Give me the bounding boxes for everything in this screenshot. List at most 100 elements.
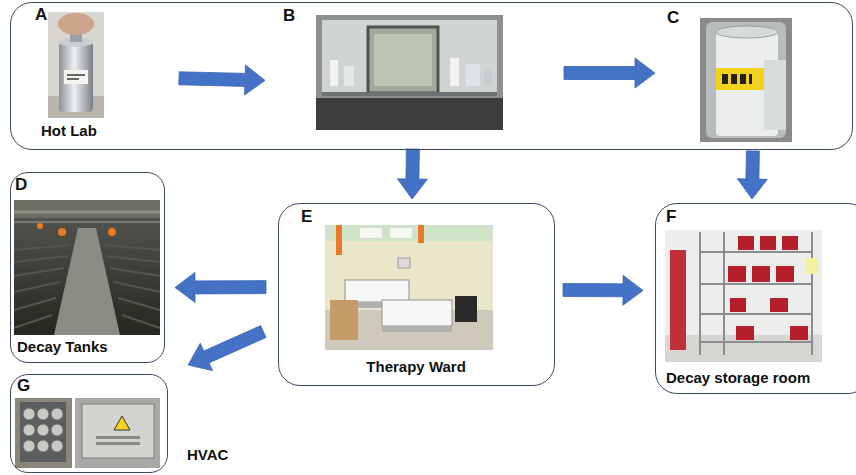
block-arrow — [175, 272, 266, 302]
decay-tanks-photo-part-part — [14, 256, 68, 262]
storage-room-photo-part — [665, 230, 822, 362]
decay-tanks-photo-part — [14, 211, 160, 214]
process-box: D Decay Tanks — [10, 172, 165, 363]
box-label: Decay storage room — [666, 369, 810, 386]
hot-cell-photo-part — [484, 70, 492, 86]
hvac-photo-part — [82, 404, 154, 458]
storage-room-photo-part-part — [752, 266, 770, 282]
storage-room-photo-part-part — [700, 341, 812, 343]
storage-room-photo-part-part — [790, 326, 808, 340]
decay-tanks-photo-part-part — [122, 315, 160, 328]
decay-tanks-photo-part-part — [118, 298, 160, 310]
decay-tanks-photo-part-part — [14, 282, 60, 292]
decay-tanks-photo-part — [14, 200, 160, 335]
therapy-ward-photo-part — [398, 258, 410, 268]
therapy-ward-photo-part — [325, 225, 493, 241]
hvac-photo-part-part — [51, 440, 63, 452]
storage-room-photo-part-part — [728, 266, 746, 282]
therapy-ward-photo — [325, 225, 493, 350]
hot-cell-photo-part — [322, 92, 497, 96]
storage-room-photo-part-part — [699, 232, 701, 355]
storage-room-photo-part — [806, 258, 818, 274]
photo-panel: A — [31, 5, 171, 121]
hot-lab-photo-part — [58, 13, 94, 35]
hot-lab-photo-part — [48, 12, 104, 118]
storage-room-photo-part-part — [736, 326, 754, 340]
therapy-ward-photo-part — [455, 296, 477, 322]
storage-room-photo — [665, 230, 822, 362]
process-box: ETherapy Ward — [278, 203, 555, 386]
hot-lab-photo — [48, 12, 104, 118]
hvac-photo-part-part — [37, 408, 49, 420]
waste-jar-photo-part — [716, 26, 778, 38]
storage-room-photo-part-part — [770, 298, 788, 312]
therapy-ward-photo-part — [360, 228, 382, 238]
hvac-photo-part — [96, 436, 140, 439]
hvac-photo-part — [20, 402, 66, 462]
therapy-ward-photo-part — [382, 300, 452, 326]
block-arrow — [397, 149, 427, 199]
decay-tanks-photo-part — [108, 228, 116, 236]
hot-cell-photo-part — [322, 20, 497, 94]
hot-cell-photo-part — [330, 60, 338, 86]
therapy-ward-photo-part — [382, 326, 452, 332]
storage-room-photo-part-part — [776, 266, 794, 282]
group-box: Hot LabABC — [10, 2, 853, 150]
box-label: Decay Tanks — [17, 338, 108, 355]
waste-jar-photo-part — [706, 22, 786, 138]
decay-tanks-photo-part-part — [104, 245, 160, 250]
waste-jar-photo-part — [700, 18, 792, 142]
decay-tanks-photo-part-part — [14, 315, 52, 328]
storage-room-photo-part-part — [730, 298, 746, 312]
decay-tanks-photo-part-part — [114, 282, 160, 292]
panel-letter: D — [15, 175, 27, 195]
storage-room-photo-part — [700, 232, 812, 355]
decay-tanks-photo-part — [14, 245, 160, 328]
process-box: FDecay storage room — [655, 203, 856, 394]
hot-lab-photo-part — [59, 42, 93, 112]
hot-cell-photo-part — [368, 27, 438, 93]
therapy-ward-photo-part — [418, 225, 424, 243]
decay-tanks-photo-part-part — [106, 256, 160, 262]
therapy-ward-photo-part — [390, 228, 412, 238]
decay-tanks-photo-part — [54, 228, 120, 335]
hot-lab-photo-part — [67, 78, 79, 80]
decay-tanks-photo-part — [14, 221, 160, 223]
storage-room-photo-part-part — [700, 283, 812, 285]
block-arrow — [563, 275, 643, 305]
therapy-ward-photo-part — [336, 225, 342, 255]
storage-room-photo-part-part — [723, 232, 725, 355]
storage-room-photo-part-part — [760, 236, 776, 250]
photo-panel: B — [273, 5, 558, 145]
panel-letter: E — [301, 207, 312, 227]
hot-cell-photo-part — [344, 66, 354, 86]
hvac-photo-part-part — [51, 408, 63, 420]
block-arrow — [179, 65, 265, 95]
waste-jar-photo-part — [740, 74, 746, 84]
hvac-photo-part — [15, 398, 72, 468]
block-arrow — [737, 151, 767, 199]
panel-letter: B — [283, 6, 295, 26]
block-arrow — [188, 326, 266, 371]
storage-room-photo-part-part — [700, 251, 812, 253]
hvac-photo-part — [114, 416, 130, 430]
waste-jar-photo-part — [764, 60, 786, 130]
hvac-photo-part — [75, 398, 160, 468]
panel-letter: G — [17, 376, 30, 396]
hvac-photo-part — [96, 442, 140, 445]
waste-jar-photo-part — [722, 74, 728, 84]
block-arrow — [564, 58, 655, 88]
storage-room-photo-part — [670, 250, 686, 350]
hot-lab-photo-part — [64, 70, 88, 84]
therapy-ward-photo-part — [325, 225, 493, 350]
decay-tanks-photo-part-part — [14, 268, 64, 276]
panel-letter: A — [35, 5, 47, 25]
waste-jar-photo-part — [749, 74, 752, 84]
hvac-photo-part-part — [37, 424, 49, 436]
waste-jar-photo — [700, 18, 792, 142]
storage-room-photo-part-part — [738, 236, 754, 250]
panel-letter: C — [667, 8, 679, 28]
waste-jar-photo-part — [731, 74, 737, 84]
